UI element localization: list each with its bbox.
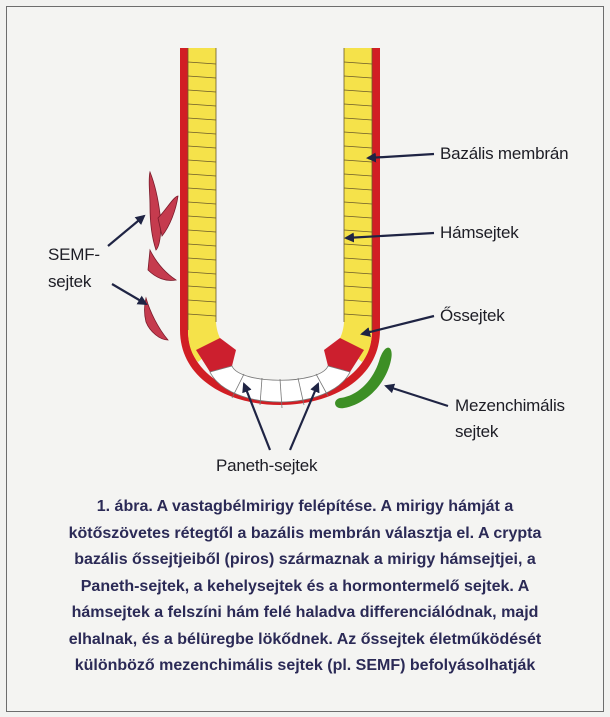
caption-line: hámsejtek a felszíni hám felé haladva di… bbox=[30, 600, 580, 627]
label-semf-2: sejtek bbox=[48, 272, 91, 292]
semf-cells bbox=[145, 172, 179, 340]
caption-line: elhalnak, és a bélüregbe lökődnek. Az ős… bbox=[30, 627, 580, 654]
caption-line: bazális őssejtjeiből (piros) származnak … bbox=[30, 547, 580, 574]
label-hamsejtek: Hámsejtek bbox=[440, 223, 519, 243]
arrow-semf-1 bbox=[108, 216, 144, 246]
label-semf-1: SEMF- bbox=[48, 245, 100, 265]
label-bazalis-membran: Bazális membrán bbox=[440, 144, 568, 164]
label-paneth: Paneth-sejtek bbox=[216, 456, 317, 476]
caption-line: Paneth-sejtek, a kehelysejtek és a hormo… bbox=[30, 574, 580, 601]
caption-line: különböző mezenchimális sejtek (pl. SEMF… bbox=[30, 653, 580, 680]
caption-line: 1. ábra. A vastagbélmirigy felépítése. A… bbox=[30, 494, 580, 521]
label-ossejtek: Őssejtek bbox=[440, 306, 505, 326]
caption-line: kötőszövetes rétegtől a bazális membrán … bbox=[30, 521, 580, 548]
figure-caption: 1. ábra. A vastagbélmirigy felépítése. A… bbox=[30, 494, 580, 680]
label-mezenchimalis-2: sejtek bbox=[455, 422, 498, 442]
crypt-lumen bbox=[216, 48, 344, 350]
arrow-semf-2 bbox=[112, 284, 146, 304]
label-mezenchimalis-1: Mezenchimális bbox=[455, 396, 565, 416]
arrow-mezenchimalis bbox=[386, 386, 448, 406]
